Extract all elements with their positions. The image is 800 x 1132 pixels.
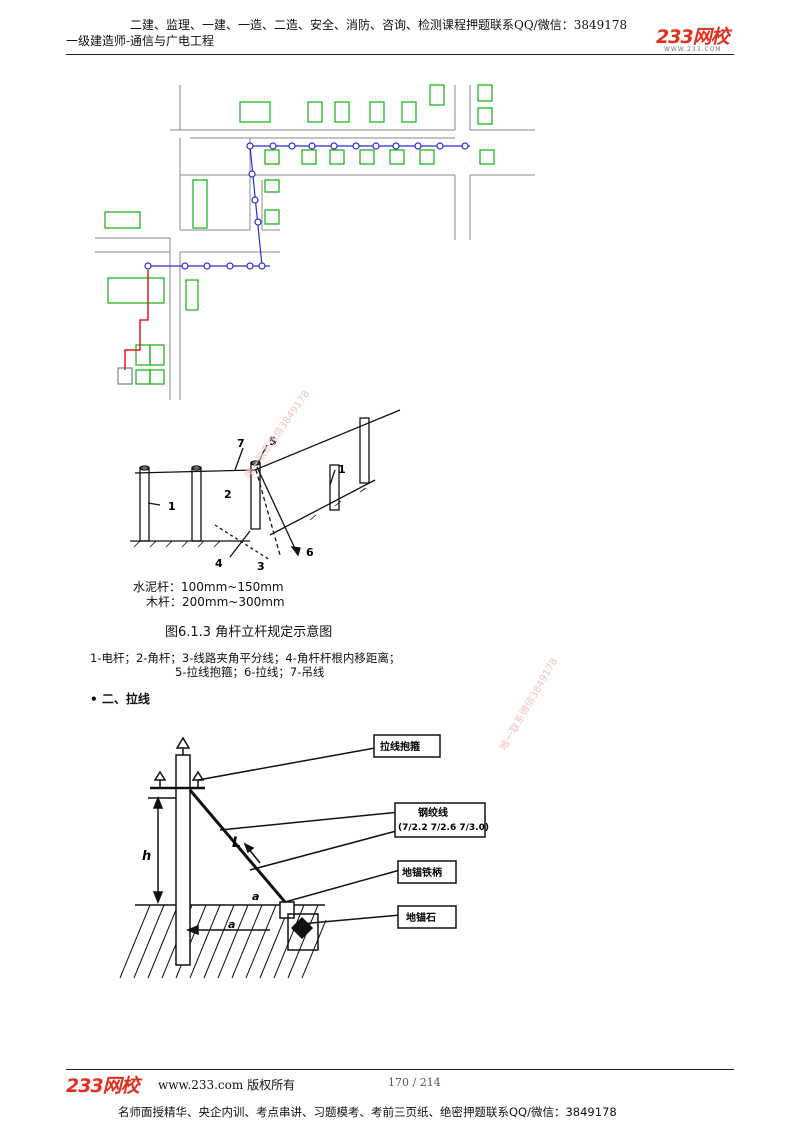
callout-strand-spec: (7/2.2 7/2.6 7/3.0) bbox=[398, 823, 489, 833]
corner-pole-diagram: 7 5 2 1 1 4 3 6 bbox=[130, 409, 401, 570]
footer-site: www.233.com 版权所有 bbox=[158, 1078, 296, 1092]
label-4: 4 bbox=[215, 557, 223, 570]
dimension-wood: 木杆：200mm~300mm bbox=[146, 595, 285, 609]
footer-page-number: 170 / 214 bbox=[388, 1076, 441, 1089]
header-title: 二建、监理、一建、一造、二造、安全、消防、咨询、检测课程押题联系QQ/微信：38… bbox=[130, 18, 628, 32]
letter-h: h bbox=[142, 849, 151, 864]
letter-angle-a: a bbox=[252, 890, 259, 903]
section-bullet: • bbox=[90, 692, 98, 706]
label-2: 2 bbox=[224, 488, 232, 501]
label-5: 5 bbox=[269, 435, 277, 448]
header-divider bbox=[66, 54, 734, 55]
section-heading: • 二、拉线 bbox=[90, 690, 150, 707]
letter-distance-a: a bbox=[228, 918, 235, 931]
guy-wire-diagram: 拉线抱箍 钢绞线 (7/2.2 7/2.6 7/3.0) 地锚铁柄 地锚石 L … bbox=[119, 734, 489, 979]
header-logo: 233网校 WWW.233.COM bbox=[656, 26, 730, 53]
watermark-2: 唯一联系微信3849178 bbox=[498, 656, 561, 753]
figure-legend-line1: 1-电杆；2-角杆；3-线路夹角平分线；4-角杆杆根内移距离； bbox=[90, 651, 401, 665]
route-map-diagram bbox=[95, 84, 535, 400]
label-1-left: 1 bbox=[168, 500, 176, 513]
label-3: 3 bbox=[257, 560, 265, 570]
label-1-right: 1 bbox=[338, 463, 346, 476]
footer-logo: 233网校 bbox=[66, 1075, 140, 1097]
callout-steel-strand: 钢绞线 bbox=[418, 806, 448, 819]
callout-anchor-stone: 地锚石 bbox=[406, 911, 436, 924]
label-6: 6 bbox=[306, 546, 314, 559]
dimension-cement: 水泥杆：100mm~150mm bbox=[133, 580, 284, 594]
letter-L: L bbox=[232, 835, 241, 851]
callout-guy-hoop: 拉线抱箍 bbox=[380, 740, 420, 753]
figure-caption: 图6.1.3 角杆立杆规定示意图 bbox=[165, 625, 333, 640]
figure-legend-line2: 5-拉线抱箍；6-拉线；7-吊线 bbox=[175, 665, 325, 679]
footer-divider bbox=[66, 1069, 734, 1070]
label-7: 7 bbox=[237, 437, 245, 450]
footer-contact: 名师面授精华、央企内训、考点串讲、习题模考、考前三页纸、绝密押题联系QQ/微信：… bbox=[118, 1105, 617, 1119]
callout-anchor-rod: 地锚铁柄 bbox=[402, 866, 442, 879]
section-title: 二、拉线 bbox=[101, 692, 150, 706]
header-subtitle: 一级建造师-通信与广电工程 bbox=[66, 34, 215, 48]
